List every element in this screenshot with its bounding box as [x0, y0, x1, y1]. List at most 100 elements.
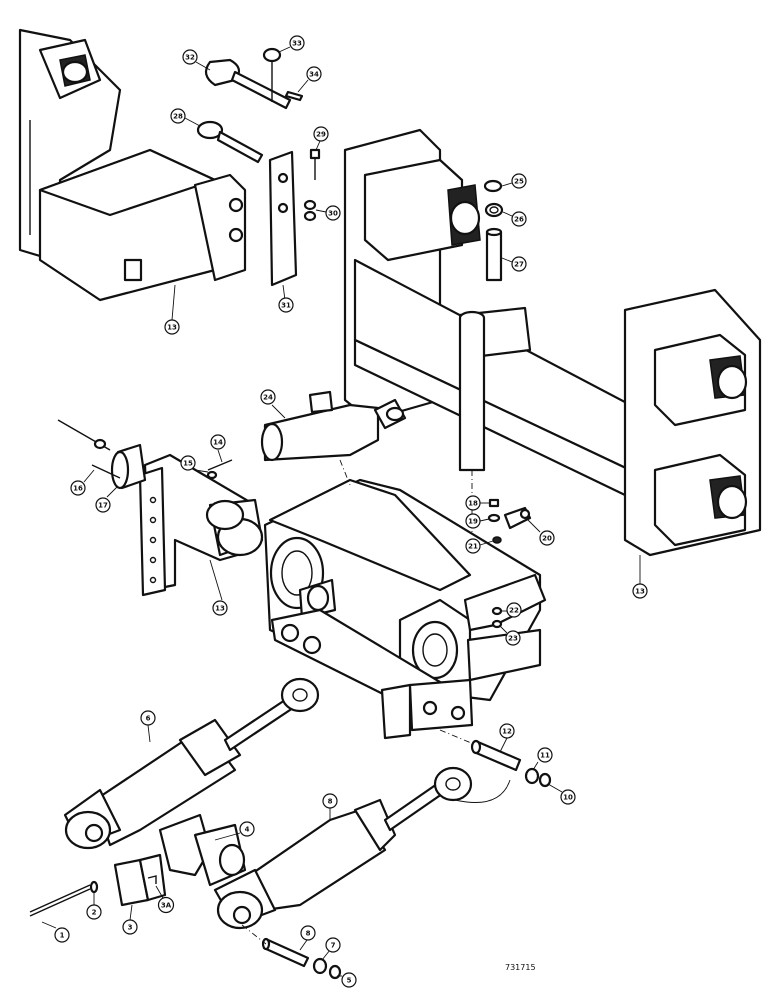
- callout-22: 22: [501, 602, 522, 618]
- callout-label: 7: [331, 942, 336, 950]
- pin-12: [439, 729, 522, 772]
- retainer-20: [503, 506, 532, 530]
- bolt-14: [206, 459, 233, 480]
- callout-3: 3: [122, 904, 138, 935]
- callout-label: 3: [128, 924, 133, 932]
- callout-13-center: 13: [209, 559, 228, 616]
- callout-16: 16: [70, 469, 95, 496]
- clip-3a: [147, 875, 157, 884]
- callout-15: 15: [180, 455, 209, 473]
- callout-13-right: 13: [632, 583, 648, 599]
- callout-label: 23: [508, 635, 518, 643]
- callout-label: 16: [73, 485, 83, 493]
- pin-27: [485, 227, 503, 282]
- callout-label: 21: [468, 543, 478, 551]
- callout-11: 11: [532, 747, 553, 771]
- washer-21: [492, 536, 502, 544]
- callout-label: 4: [245, 826, 250, 834]
- callout-21: 21: [465, 538, 494, 554]
- callout-26: 26: [502, 211, 527, 227]
- cylinder-bracket-24: [260, 390, 407, 486]
- callout-6: 6: [140, 710, 156, 743]
- callout-label: 8: [306, 930, 311, 938]
- callout-17: 17: [95, 485, 119, 513]
- ring-5: [328, 964, 342, 980]
- callout-label: 27: [514, 261, 524, 269]
- callout-label: 30: [328, 210, 338, 218]
- bolt-18: [488, 498, 500, 508]
- callout-10: 10: [547, 783, 576, 805]
- callout-label: 8: [328, 798, 333, 806]
- washer-25: [483, 179, 503, 193]
- callout-20: 20: [527, 519, 555, 546]
- pivot-housing: [263, 478, 547, 740]
- callout-label: 6: [146, 715, 151, 723]
- callout-14: 14: [210, 434, 226, 463]
- callout-label: 3A: [161, 902, 172, 910]
- washer-7: [312, 957, 328, 975]
- bushing-17: [110, 443, 147, 490]
- bolt-16: [57, 419, 121, 479]
- callout-label: 14: [213, 439, 223, 447]
- callout-label: 10: [563, 794, 573, 802]
- washer-11: [524, 767, 540, 785]
- callout-label: 29: [316, 131, 326, 139]
- callout-label: 17: [98, 502, 108, 510]
- callout-3a: 3A: [155, 885, 175, 914]
- callout-label: 22: [509, 607, 519, 615]
- callout-label: 5: [347, 977, 352, 985]
- callout-5: 5: [337, 972, 357, 988]
- main-frame-13: [343, 128, 762, 585]
- lynch-pin-33: [262, 47, 282, 102]
- hitch-pin-28: [196, 120, 264, 164]
- hitch-pin-32: [204, 58, 292, 110]
- callout-30: 30: [315, 205, 341, 221]
- washer-26: [484, 202, 504, 218]
- clamp-3: [113, 853, 167, 907]
- callout-label: 12: [502, 728, 512, 736]
- callout-33: 33: [278, 35, 305, 53]
- callout-18: 18: [465, 495, 490, 511]
- washers-30: [303, 199, 317, 222]
- callout-label: 1: [60, 932, 65, 940]
- callout-label: 15: [183, 460, 193, 468]
- callout-label: 2: [92, 909, 97, 917]
- callout-31: 31: [278, 297, 294, 313]
- callout-label: 25: [514, 178, 524, 186]
- hydraulic-cylinder-lower-6: [213, 766, 511, 930]
- drawing-number: 731715: [505, 963, 536, 972]
- hydraulic-cylinder-upper-6: [63, 677, 320, 850]
- washer-2: [89, 880, 99, 894]
- bolt-29: [309, 148, 321, 180]
- callout-label: 32: [185, 54, 195, 62]
- bolt-1: [29, 884, 91, 917]
- callout-32: 32: [182, 49, 211, 71]
- callout-1: 1: [41, 921, 70, 943]
- cotter-pin-34: [284, 90, 304, 102]
- pin-8-lower: [241, 924, 310, 968]
- callout-29: 29: [313, 126, 329, 151]
- callout-8-lower: 8: [299, 925, 316, 951]
- bracket-31: [268, 150, 298, 301]
- callout-23: 23: [499, 625, 521, 646]
- callout-label: 11: [540, 752, 550, 760]
- callout-label: 19: [468, 518, 478, 526]
- callout-label: 18: [468, 500, 478, 508]
- clamp-4: [158, 813, 247, 887]
- callout-34: 34: [297, 66, 322, 93]
- callout-label: 33: [292, 40, 302, 48]
- callout-label: 13: [635, 588, 645, 596]
- frame-section-top-left: [18, 28, 247, 321]
- callout-28: 28: [170, 108, 201, 127]
- callout-label: 28: [173, 113, 183, 121]
- callout-8-upper: 8: [322, 793, 338, 820]
- callout-label: 20: [542, 535, 552, 543]
- callout-12: 12: [499, 723, 515, 753]
- callout-label: 24: [263, 394, 273, 402]
- callout-19: 19: [465, 513, 490, 529]
- callout-label: 34: [309, 71, 319, 79]
- washer-19: [487, 513, 501, 523]
- ring-10: [538, 772, 552, 788]
- trunnion-plate-13: [138, 453, 264, 597]
